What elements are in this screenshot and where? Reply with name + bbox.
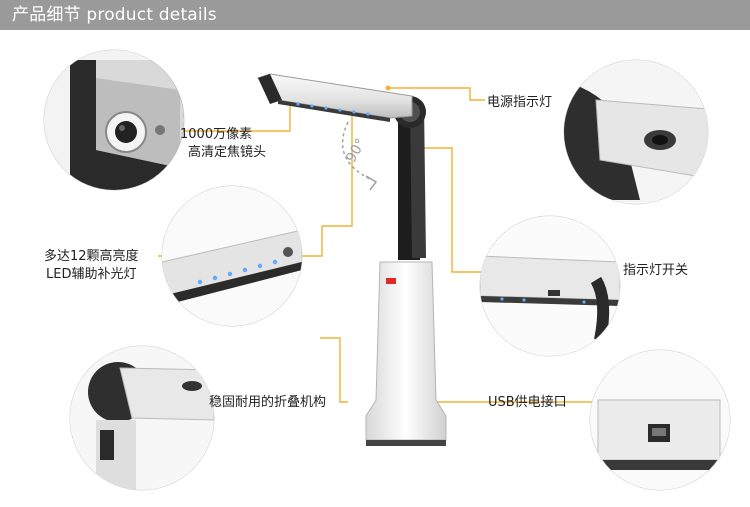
angle-label: 90° bbox=[343, 136, 369, 166]
fold-label: 稳固耐用的折叠机构 bbox=[209, 395, 327, 410]
header-bar: 产品细节 product details bbox=[0, 0, 750, 30]
power-light-detail-circle bbox=[563, 59, 709, 205]
usb-detail-circle bbox=[589, 349, 731, 491]
switch-label: 指示灯开关 bbox=[623, 263, 689, 278]
usb-label: USB供电接口 bbox=[488, 395, 567, 410]
led-label-line1: 多达12颗高亮度 bbox=[44, 249, 139, 264]
power-light-label: 电源指示灯 bbox=[487, 95, 553, 110]
switch-detail-circle bbox=[479, 215, 621, 357]
led-label-line2: LED辅助补光灯 bbox=[46, 267, 137, 282]
lens-label-line2: 高清定焦镜头 bbox=[188, 145, 267, 160]
lamp-head-group bbox=[257, 73, 413, 122]
led-detail-circle bbox=[161, 185, 303, 327]
angle-arc bbox=[341, 121, 378, 191]
lens-detail-circle bbox=[43, 49, 185, 191]
lens-label-line1: 1000万像素 bbox=[180, 127, 253, 142]
fold-detail-circle bbox=[69, 345, 215, 491]
page-title: 产品细节 product details bbox=[12, 5, 217, 25]
lamp-arm-group bbox=[394, 96, 426, 260]
lamp-base-group bbox=[365, 261, 447, 446]
